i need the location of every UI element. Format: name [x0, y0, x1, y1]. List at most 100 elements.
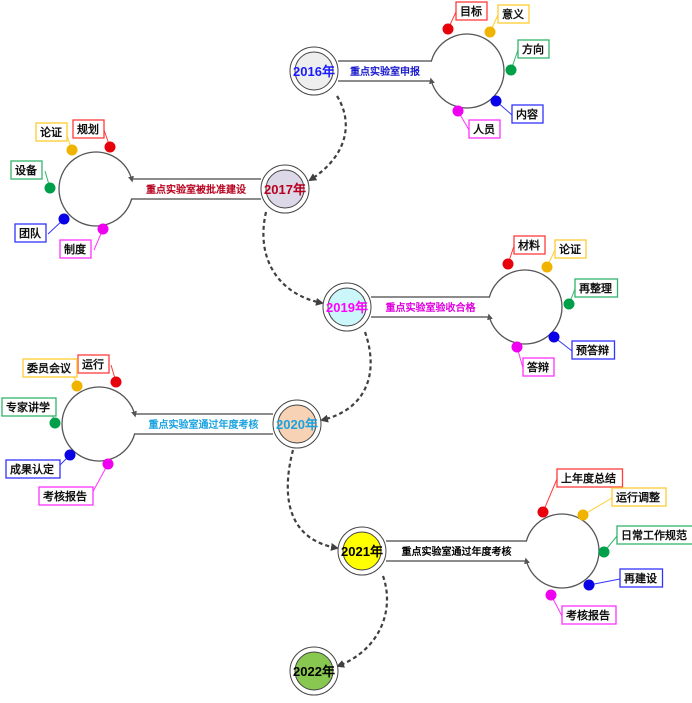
timeline-arrow	[336, 575, 389, 668]
item-label: 运行	[82, 357, 104, 371]
stage-description: 重点实验室申报	[350, 65, 420, 78]
item-label: 材料	[518, 238, 540, 252]
year-label: 2017年	[264, 182, 306, 197]
item-dot	[583, 579, 595, 591]
year-inner-circle	[342, 531, 382, 571]
item-dot	[563, 298, 575, 310]
timeline-arrow	[320, 331, 372, 423]
item-label: 意义	[502, 7, 525, 21]
item-label: 论证	[559, 242, 581, 256]
item-label-box	[35, 122, 68, 142]
cycle-circle	[429, 33, 505, 109]
item-label-box	[14, 223, 47, 243]
item-dot	[97, 223, 109, 235]
item-dot	[104, 141, 116, 153]
item-label-box	[468, 119, 501, 139]
year-label: 2020年	[276, 417, 318, 432]
item-label-box	[571, 340, 616, 360]
item-dot	[541, 261, 553, 273]
item-label-box	[10, 160, 43, 180]
item-label: 人员	[473, 122, 495, 136]
item-dot	[598, 546, 610, 558]
item-dot	[490, 95, 502, 107]
item-label-box	[561, 605, 617, 625]
item-label: 规划	[77, 122, 99, 136]
item-label-box	[513, 235, 546, 255]
year-label: 2016年	[293, 64, 335, 79]
item-label-box	[22, 358, 78, 378]
item-label: 制度	[64, 242, 87, 256]
item-dot	[58, 213, 70, 225]
item-label-box	[77, 354, 110, 374]
item-dot	[442, 23, 454, 35]
year-inner-circle	[265, 169, 305, 209]
item-label: 论证	[40, 125, 62, 139]
year-inner-circle	[294, 51, 334, 91]
item-label-box	[574, 278, 619, 298]
year-inner-circle	[327, 287, 367, 327]
item-dot	[66, 144, 78, 156]
item-dot	[452, 105, 464, 117]
item-label: 委员会议	[26, 361, 72, 375]
timeline-arrow	[262, 211, 324, 306]
item-label: 日常工作规范	[621, 528, 687, 542]
item-label: 考核报告	[566, 608, 610, 622]
stage-description: 重点实验室被批准建设	[146, 183, 246, 196]
cycle-circle	[58, 151, 134, 227]
item-label-box	[497, 4, 530, 24]
stage-description: 重点实验室验收合格	[386, 301, 477, 314]
item-dot	[110, 376, 122, 388]
timeline-arrow	[308, 95, 347, 182]
year-inner-circle	[277, 404, 317, 444]
item-label-box	[517, 39, 550, 59]
item-dot	[502, 258, 514, 270]
item-label-box	[72, 119, 105, 139]
item-label: 答辩	[527, 360, 549, 374]
year-label: 2021年	[341, 544, 383, 559]
item-label-box	[38, 486, 94, 506]
item-label: 目标	[460, 4, 482, 18]
cycle-circle	[487, 269, 563, 345]
item-dot	[537, 506, 549, 518]
item-label: 设备	[15, 163, 38, 177]
item-label: 方向	[522, 42, 544, 56]
item-label: 专家讲学	[6, 400, 50, 414]
item-dot	[44, 182, 56, 194]
year-label: 2019年	[326, 300, 368, 315]
item-label: 再建设	[624, 571, 658, 585]
stage-2022年: 2022年	[289, 646, 339, 696]
item-dot	[548, 331, 560, 343]
item-label-box	[616, 525, 692, 545]
item-dot	[484, 26, 496, 38]
item-label: 成果认定	[10, 462, 54, 476]
item-label-box	[1, 397, 57, 417]
item-label: 内容	[516, 107, 538, 121]
item-dot	[71, 380, 83, 392]
item-label-box	[522, 357, 555, 377]
item-label: 预答辩	[576, 343, 609, 357]
stage-description: 重点实验室通过年度考核	[402, 545, 512, 558]
stage-description: 重点实验室通过年度考核	[149, 418, 259, 431]
item-dot	[505, 64, 517, 76]
item-label-box	[556, 468, 624, 488]
item-dot	[49, 417, 61, 429]
item-label-box	[554, 239, 587, 259]
item-dot	[102, 458, 114, 470]
cycle-circle	[524, 513, 600, 589]
item-label: 考核报告	[43, 489, 87, 503]
cycle-circle	[61, 386, 137, 462]
item-label-box	[5, 459, 61, 479]
item-label-box	[455, 1, 488, 21]
year-label: 2022年	[293, 664, 335, 679]
item-label: 再整理	[579, 281, 612, 295]
item-label: 运行调整	[616, 490, 660, 504]
timeline-connectors	[262, 95, 389, 668]
timeline-arrow	[286, 449, 339, 551]
